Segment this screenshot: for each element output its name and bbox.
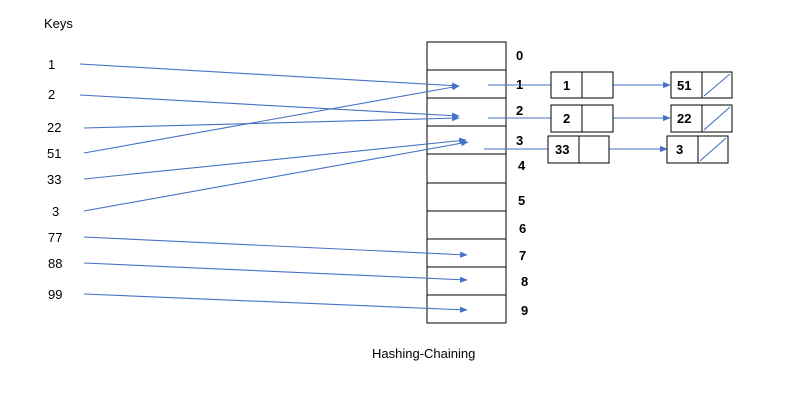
index-label: 6 (519, 221, 526, 236)
node-value: 2 (563, 111, 570, 126)
node-value: 1 (563, 78, 570, 93)
null-pointer-icon (699, 137, 727, 162)
chain-node: 22 (670, 104, 733, 133)
null-pointer-icon (703, 106, 731, 131)
index-label: 8 (521, 274, 528, 289)
key-label: 2 (48, 87, 55, 102)
key-label: 99 (48, 287, 62, 302)
arrow-key-3 (83, 140, 469, 212)
index-label: 9 (521, 303, 528, 318)
index-label: 5 (518, 193, 525, 208)
hash-slot-1 (426, 69, 507, 99)
node-pointer-cell (581, 104, 614, 133)
arrow-key-33 (83, 137, 467, 180)
key-label: 1 (48, 57, 55, 72)
hash-slot-7 (426, 238, 507, 268)
index-label: 4 (518, 158, 526, 173)
index-label: 3 (516, 133, 523, 148)
key-label: 22 (47, 120, 61, 135)
arrow-key-51 (83, 84, 460, 154)
hash-slot-2 (426, 97, 507, 127)
key-arrows (79, 63, 469, 313)
node-pointer-cell (578, 135, 610, 164)
key-label: 51 (47, 146, 61, 161)
hash-slot-5 (426, 182, 507, 212)
arrow-key-22 (83, 115, 460, 129)
node-value-cell (670, 71, 703, 99)
arrow-key-88 (83, 262, 468, 283)
hash-slot-3 (426, 125, 507, 155)
chain-node: 2 (550, 104, 614, 133)
node-pointer-cell (581, 71, 614, 99)
diagram-caption: Hashing-Chaining (372, 346, 475, 361)
node-value-cell (550, 71, 583, 99)
index-label: 0 (516, 48, 523, 63)
node-value: 22 (677, 111, 691, 126)
key-label: 88 (48, 256, 62, 271)
node-value: 33 (555, 142, 569, 157)
arrow-key-99 (83, 293, 468, 313)
key-label: 33 (47, 172, 61, 187)
node-value: 51 (677, 78, 691, 93)
index-label: 2 (516, 103, 523, 118)
node-value-cell (547, 135, 580, 164)
node-value-cell (670, 104, 703, 133)
keys-heading: Keys (44, 16, 73, 31)
key-label: 77 (48, 230, 62, 245)
chain-arrows (484, 81, 671, 153)
node-value-cell (666, 135, 699, 164)
hash-slot-6 (426, 210, 507, 240)
hash-slot-4 (426, 153, 507, 184)
chain-node: 3 (666, 135, 729, 164)
null-pointer-icon (703, 73, 731, 97)
arrow-key-77 (83, 236, 468, 258)
chain-node: 51 (670, 71, 733, 99)
arrow-key-2 (79, 94, 460, 119)
chain-node: 1 (550, 71, 614, 99)
hash-slot-8 (426, 266, 507, 296)
chain-node: 33 (547, 135, 610, 164)
key-label: 3 (52, 204, 59, 219)
node-value: 3 (676, 142, 683, 157)
hash-table (426, 41, 507, 324)
hash-slot-0 (426, 41, 507, 71)
arrow-key-1 (79, 63, 460, 89)
index-label: 7 (519, 248, 526, 263)
